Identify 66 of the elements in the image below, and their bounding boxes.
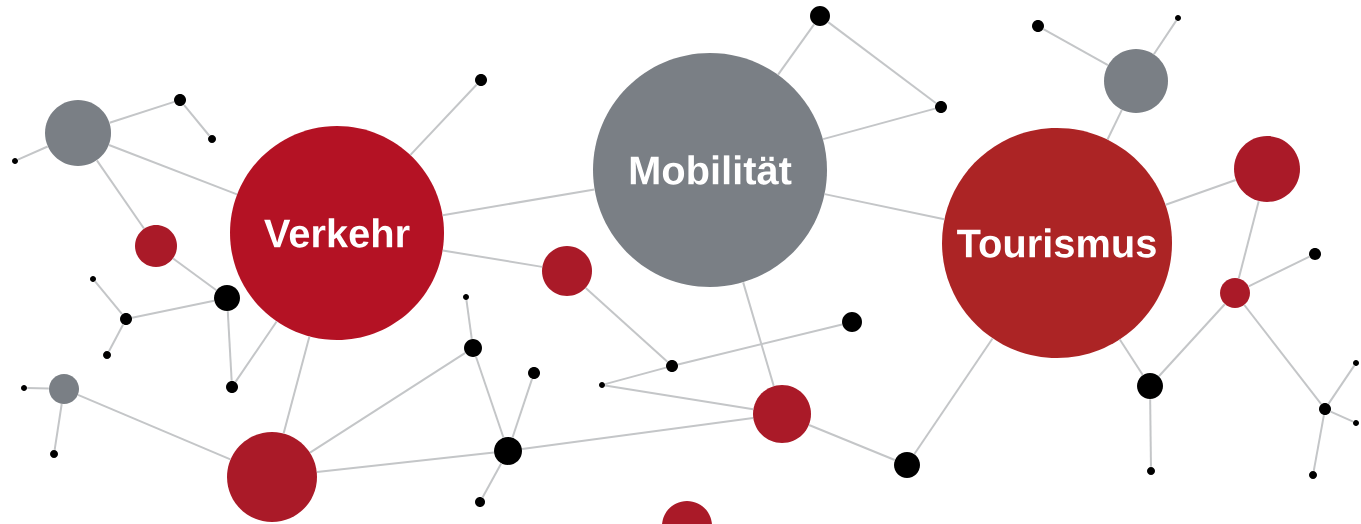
connector-line — [1247, 255, 1311, 288]
connector-line — [234, 320, 278, 383]
connector-line — [1042, 28, 1109, 67]
connector-line — [1152, 19, 1178, 56]
connector-line — [777, 23, 816, 76]
connector-line — [1237, 200, 1260, 280]
connector-line — [604, 366, 668, 386]
connector-line — [808, 424, 896, 461]
connector-line — [584, 286, 669, 363]
connector-line — [309, 351, 467, 454]
connector-line — [1312, 414, 1325, 472]
dot — [810, 6, 830, 26]
connector-line — [441, 188, 596, 217]
connector-line — [1329, 410, 1355, 423]
bubble — [1220, 278, 1250, 308]
connector-line — [77, 393, 232, 461]
connector-line — [441, 249, 544, 268]
bubble — [753, 385, 811, 443]
connector-line — [108, 143, 238, 196]
dot — [842, 312, 862, 332]
dot — [894, 452, 920, 478]
bubble — [49, 374, 79, 404]
dot — [1137, 373, 1163, 399]
bubble — [45, 100, 111, 166]
bubble — [542, 246, 592, 296]
connector-line — [465, 299, 473, 340]
connector-line — [94, 280, 124, 316]
connector-line — [1327, 364, 1356, 405]
connector-line — [827, 21, 938, 105]
connector-line — [742, 281, 775, 387]
connector-line — [1164, 179, 1237, 206]
bubble — [1104, 49, 1168, 113]
connector-line — [677, 323, 844, 366]
connector-line — [282, 335, 311, 435]
dot — [214, 285, 240, 311]
connector-line — [226, 310, 233, 382]
connector-line — [182, 103, 211, 137]
bubble — [135, 225, 177, 267]
dot — [494, 437, 522, 465]
connector-line — [108, 323, 125, 353]
connector-line — [521, 416, 755, 451]
connector-line — [1149, 398, 1152, 468]
connector-line — [172, 257, 218, 292]
bubble — [1234, 136, 1300, 202]
bubble — [227, 432, 317, 522]
bubble — [662, 501, 712, 524]
connector-line — [315, 451, 495, 474]
connector-line — [474, 355, 505, 439]
connector-line — [1118, 338, 1144, 376]
connector-line — [823, 193, 946, 221]
connector-line — [53, 403, 63, 451]
connector-line — [1157, 303, 1226, 378]
connector-line — [511, 377, 534, 439]
connector-line — [26, 387, 50, 390]
connector-line — [604, 384, 755, 411]
connector-line — [1243, 304, 1323, 406]
connector-line — [108, 100, 176, 124]
connector-line — [95, 159, 145, 230]
connector-line — [131, 299, 216, 319]
connector-line — [409, 83, 478, 156]
connector-line — [822, 107, 937, 141]
connector-line — [16, 145, 49, 161]
connector-line — [913, 337, 994, 456]
connector-line — [481, 462, 503, 499]
connector-line — [1106, 108, 1123, 141]
dot — [464, 339, 482, 357]
